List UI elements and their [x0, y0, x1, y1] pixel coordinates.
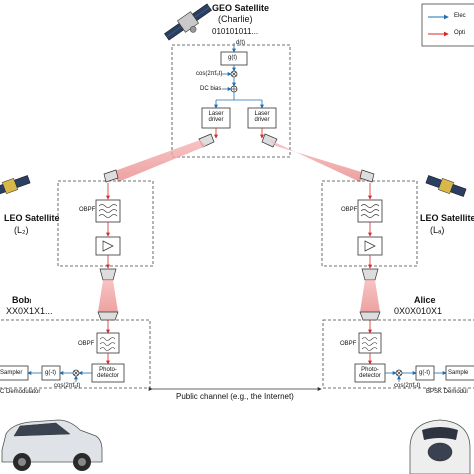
leo-b-satellite-icon [0, 175, 31, 197]
laser-beam-to-leo-b [112, 140, 206, 182]
leo-a-amplifier-icon [364, 240, 376, 252]
legend-electrical-label: Elec [454, 13, 466, 19]
bob-matched-filter-label: g(-t) [45, 370, 56, 376]
laser-beam-to-alice [360, 280, 380, 312]
leo-a-obpf-label: OBPF [341, 207, 358, 213]
dc-bias-label: DC bias [200, 86, 222, 92]
alice-receiver-box [322, 319, 474, 389]
laser-beam-to-bob [98, 280, 118, 312]
bob-carrier-label: cos(2πfₑt) [54, 383, 81, 389]
alice-sampler-label: Sample [448, 370, 469, 376]
alice-carrier-label: cos(2πfₑt) [394, 383, 421, 389]
leo-a-obpf-block [357, 199, 383, 223]
bob-sampler-block [0, 365, 29, 381]
leo-a-subtitle: (Lₐ) [430, 225, 445, 235]
alice-obpf-block [358, 332, 382, 354]
car-icon [1, 419, 103, 471]
leo-a-title: LEO Satellite [420, 213, 474, 223]
leo-a-amplifier-block [357, 236, 383, 256]
leo-b-amplifier-icon [102, 240, 114, 252]
leo-b-title: LEO Satellite [4, 213, 60, 223]
geo-title: GEO Satellite [212, 3, 270, 13]
leo-b-amplifier-block [95, 236, 121, 256]
public-channel-label: Public channel (e.g., the Internet) [176, 392, 294, 401]
leo-b-rx-telescope-icon [103, 169, 119, 183]
geo-satellite-icon [164, 3, 212, 41]
geo-carrier-label: cos(2πfₑt) [196, 71, 223, 77]
leo-a-tx-telescope-icon [361, 268, 379, 281]
alice-filter-icon [361, 337, 378, 351]
bob-demodulator-label: C Demodulator [0, 389, 41, 395]
bob-telescope-icon [97, 311, 119, 321]
leo-b-obpf-label: OBPF [79, 207, 96, 213]
geo-bits: 010101011... [212, 27, 259, 36]
bob-sampler-label: Sampler [0, 370, 23, 376]
bob-receiver-box [0, 319, 151, 389]
alice-sampler-block [445, 365, 474, 381]
leo-a-satellite-icon [425, 175, 467, 197]
alice-obpf-label: OBPF [340, 341, 357, 347]
telescope-right-icon [261, 133, 278, 148]
bob-bits: XX0X1X1... [6, 306, 53, 316]
leo-b-filter-icon [98, 204, 118, 218]
alice-demodulator-label: BPSK Demodul [426, 389, 468, 395]
leo-b-tx-telescope-icon [99, 268, 117, 281]
alice-name: Alice [414, 295, 436, 305]
alice-photodetector-label: Photo-detector [359, 367, 381, 379]
leo-b-obpf-block [95, 199, 121, 223]
bob-name: Bobₗ [12, 295, 31, 305]
alice-telescope-icon [359, 311, 381, 321]
laser-driver-right-label: Laser driver [254, 111, 270, 123]
bob-obpf-block [96, 332, 120, 354]
bob-obpf-label: OBPF [78, 341, 95, 347]
laser-driver-left-label: Laser driver [208, 111, 224, 123]
pulse-shaping-label: g(t) [228, 55, 237, 61]
alice-bits: 0X0X010X1 [394, 306, 443, 316]
legend [421, 3, 474, 47]
legend-optical-label: Opti [454, 30, 466, 36]
geo-subtitle: (Charlie) [218, 14, 253, 24]
leo-a-filter-icon [360, 204, 380, 218]
leo-b-subtitle: (L₂) [14, 225, 29, 235]
ground-station-icon [409, 419, 471, 474]
laser-beam-to-leo-a [270, 140, 368, 182]
bob-photodetector-label: Photo-detector [97, 367, 119, 379]
geo-signal-in-label: d(t) [236, 40, 245, 46]
leo-a-rx-telescope-icon [359, 169, 375, 183]
alice-matched-filter-label: g(-t) [419, 370, 430, 376]
bob-filter-icon [99, 337, 116, 351]
